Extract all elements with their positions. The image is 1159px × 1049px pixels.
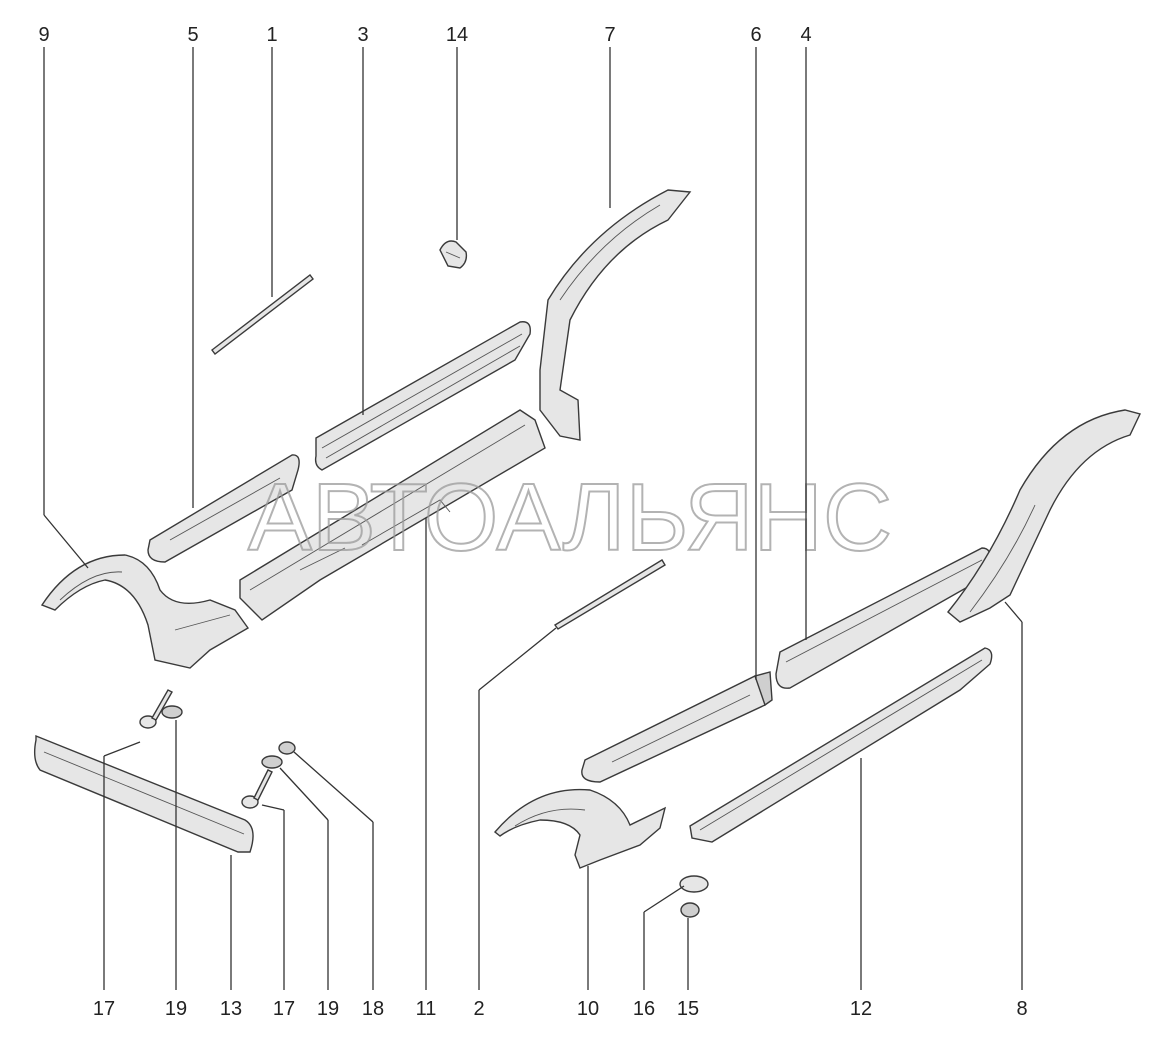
part-11-sill-panel [239,409,546,621]
watermark: АВТОАЛЬЯНС [248,464,892,571]
part-6-trim [581,671,773,783]
callout-14: 14 [446,24,468,46]
cap-15 [680,902,700,918]
part-8-arch [947,409,1141,623]
leader-8-b [1004,601,1023,623]
part-9-arch-flare [40,554,250,669]
fastener-17-left [139,689,173,729]
callout-5: 5 [187,24,198,46]
part-12-sill [689,647,993,843]
part-3-molding [314,321,531,471]
callout-1: 1 [266,24,277,46]
callout-7: 7 [604,24,615,46]
callout-16: 16 [633,998,655,1020]
leader-19b-b [279,767,329,821]
nut-16 [679,875,709,893]
part-14-clip [439,240,468,269]
part-10-arch-flare [493,788,667,869]
callout-13: 13 [220,998,242,1020]
leader-17b-b [261,804,285,811]
part-5-trim [147,454,300,563]
washer-19-right [261,755,283,769]
callout-18: 18 [362,998,384,1020]
callout-2: 2 [473,998,484,1020]
callout-11: 11 [416,998,437,1020]
callout-17b: 17 [273,998,295,1020]
callout-10: 10 [577,998,599,1020]
callout-17a: 17 [93,998,115,1020]
callout-4: 4 [800,24,811,46]
callout-8: 8 [1016,998,1027,1020]
part-7-arch [539,189,692,441]
part-13-bar [33,734,254,853]
callout-9: 9 [38,24,49,46]
callout-6: 6 [750,24,761,46]
leader-2-b [478,627,557,691]
part-2-strip [553,559,666,630]
callout-19a: 19 [165,998,187,1020]
callout-3: 3 [357,24,368,46]
nut-18 [278,741,296,755]
part-1-strip [211,274,314,355]
leader-17a-b [103,741,141,757]
callout-19b: 19 [317,998,339,1020]
callout-15: 15 [677,998,699,1020]
callout-12: 12 [850,998,872,1020]
leader-9b [43,514,89,569]
leader-18-b [293,751,374,823]
leader-16-b [643,885,685,913]
washer-19-left [161,705,183,719]
fastener-17-right [241,769,273,809]
